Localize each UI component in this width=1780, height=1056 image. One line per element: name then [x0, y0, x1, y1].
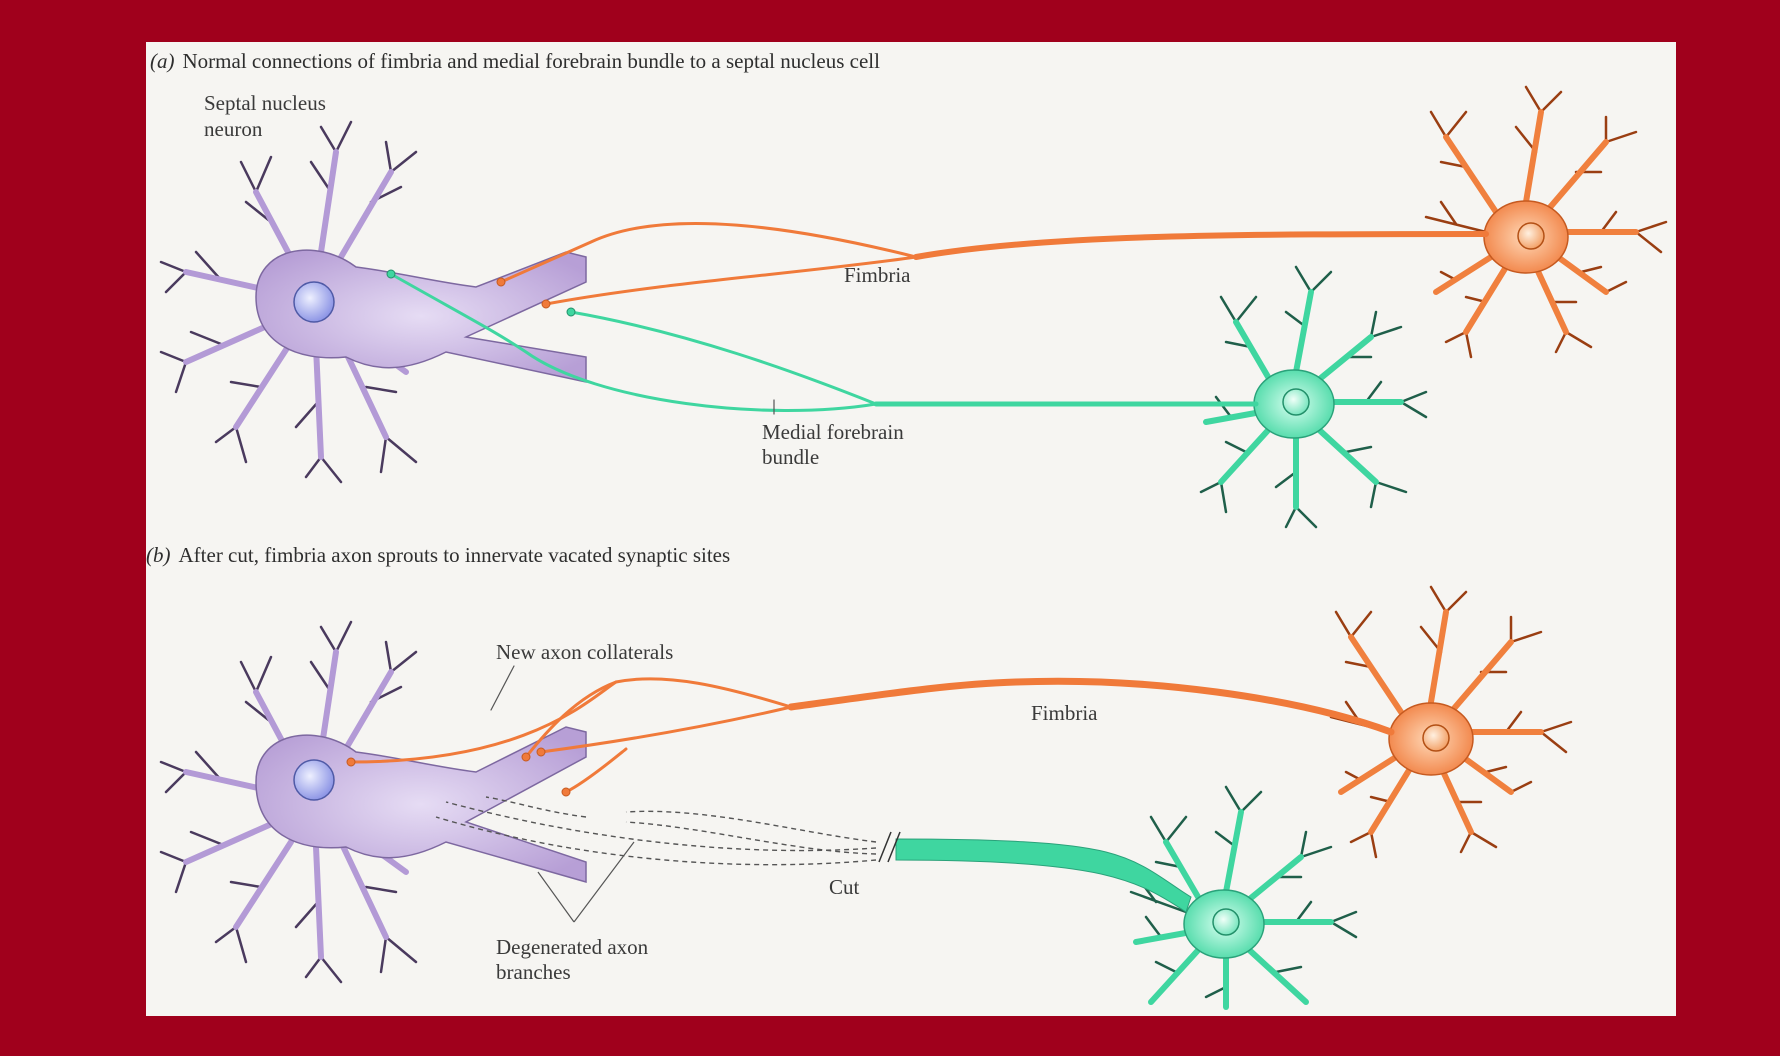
panel-a-title: (a)Normal connections of fimbria and med… [150, 49, 880, 73]
new-axon-collaterals-label: New axon collaterals [496, 640, 673, 664]
fimbria-axon-a [497, 223, 1486, 308]
cut-label: Cut [829, 875, 860, 899]
septal-nucleus-label: Septal nucleus [204, 91, 326, 115]
mfb-axon-stump-b [879, 832, 1191, 912]
fimbria-label-b: Fimbria [1031, 701, 1098, 725]
panel-b-title: (b)After cut, fimbria axon sprouts to in… [146, 543, 730, 567]
panel-a: (a)Normal connections of fimbria and med… [150, 49, 1666, 527]
degenerated-label-line1: Degenerated axon [496, 935, 649, 959]
fimbria-neuron-a [1426, 87, 1666, 357]
septal-nucleus-neuron-a [161, 122, 586, 482]
panel-b: (b)After cut, fimbria axon sprouts to in… [146, 543, 1571, 1007]
septal-neuron-label: neuron [204, 117, 263, 141]
mfb-neuron-a [1201, 267, 1426, 527]
neuron-diagram: (a)Normal connections of fimbria and med… [146, 42, 1676, 1016]
mfb-label-line1: Medial forebrain [762, 420, 904, 444]
mfb-label-line2: bundle [762, 445, 819, 469]
degenerated-label-line2: branches [496, 960, 571, 984]
figure-panel: (a)Normal connections of fimbria and med… [146, 42, 1676, 1016]
septal-nucleus-neuron-b [161, 622, 586, 982]
fimbria-label-a: Fimbria [844, 263, 911, 287]
